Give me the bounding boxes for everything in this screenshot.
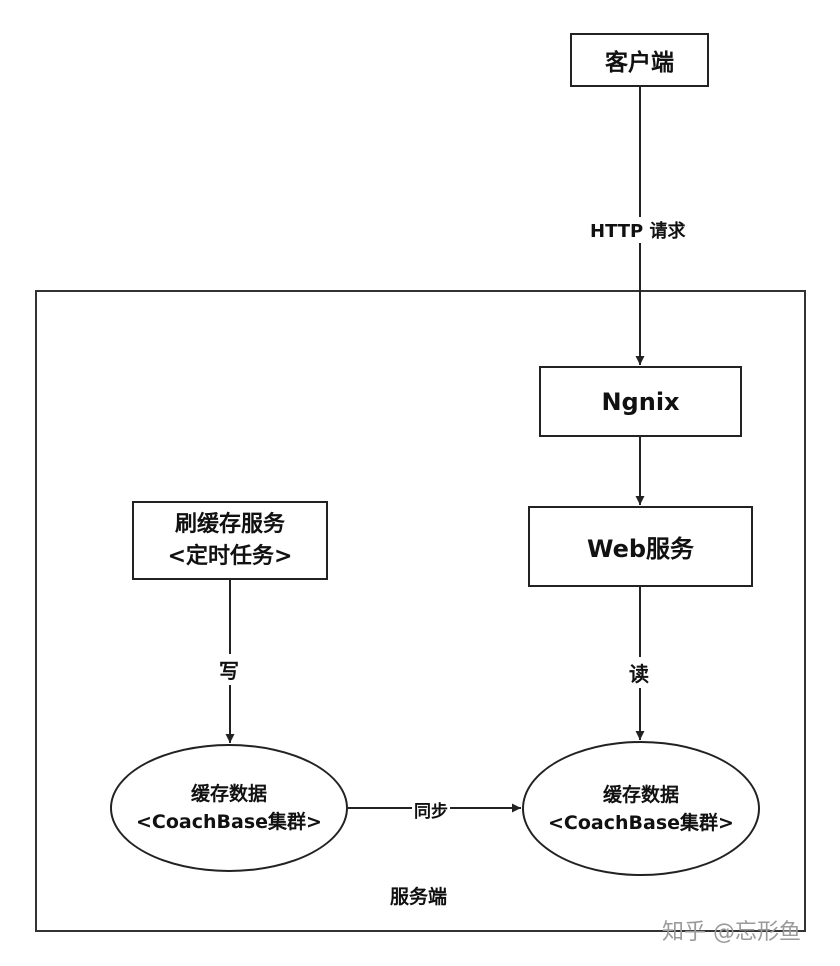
refresh-service-line2: <定时任务> (167, 543, 293, 569)
cache-data-left-node: 缓存数据 <CoachBase集群> (110, 744, 348, 872)
web-service-node: Web服务 (528, 506, 753, 587)
server-group-label: 服务端 (390, 882, 448, 909)
sync-label: 同步 (412, 797, 450, 822)
cache-right-line2: <CoachBase集群> (548, 811, 734, 834)
client-label: 客户端 (605, 50, 674, 76)
nginx-node: Ngnix (539, 366, 742, 437)
refresh-cache-service-node: 刷缓存服务 <定时任务> (132, 501, 328, 580)
write-label: 写 (219, 654, 239, 685)
cache-data-right-node: 缓存数据 <CoachBase集群> (522, 741, 760, 876)
nginx-label: Ngnix (601, 387, 680, 416)
refresh-service-line1: 刷缓存服务 (174, 511, 285, 537)
cache-right-line1: 缓存数据 (602, 783, 679, 806)
client-node: 客户端 (570, 33, 709, 87)
cache-left-line2: <CoachBase集群> (136, 811, 322, 833)
cache-left-line1: 缓存数据 (190, 783, 267, 805)
http-request-label: HTTP 请求 (588, 217, 688, 243)
watermark-text: 知乎 @忘形鱼 (662, 920, 801, 945)
read-label: 读 (629, 657, 649, 688)
web-service-label: Web服务 (586, 535, 695, 563)
server-group-container (35, 290, 806, 932)
